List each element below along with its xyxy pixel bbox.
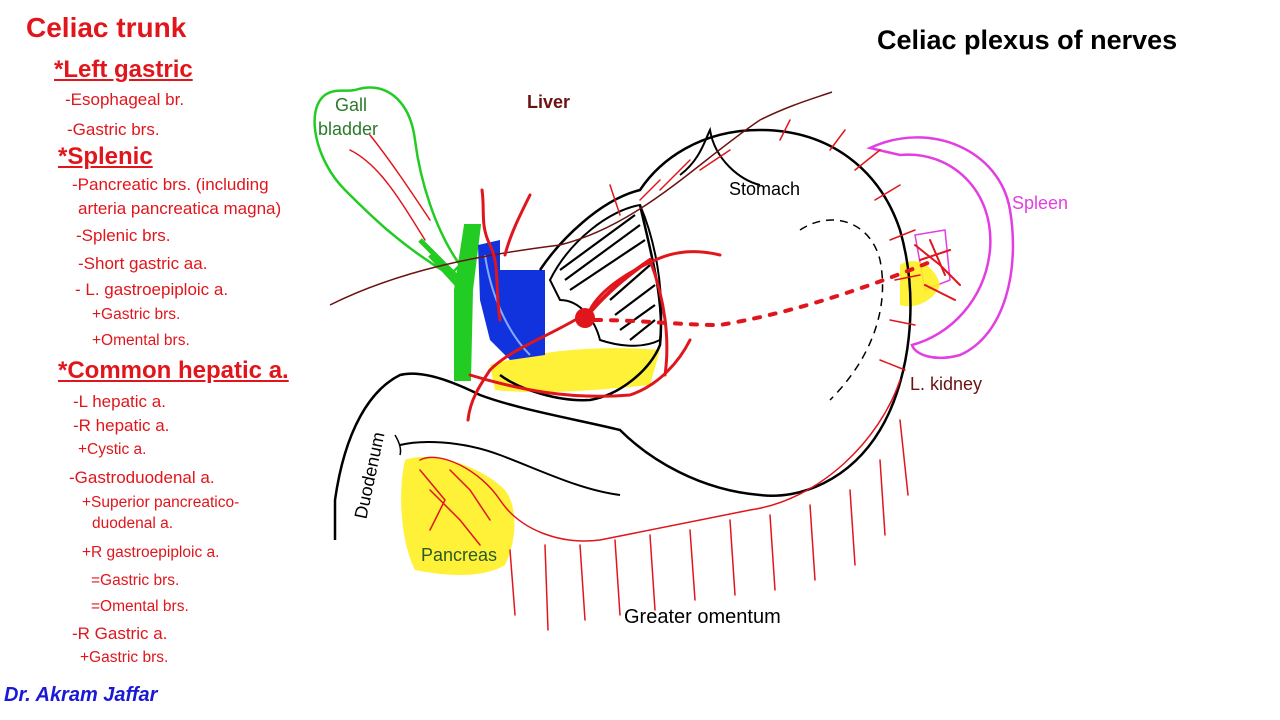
list-item: +Gastric brs.	[80, 649, 169, 666]
list-item: -Splenic brs.	[76, 226, 171, 245]
kidney-label: L. kidney	[910, 374, 983, 394]
list-item: - L. gastroepiploic a.	[75, 280, 229, 299]
fundus-dashed	[799, 219, 884, 401]
gall-label: Gall	[335, 95, 368, 115]
common-hepatic-heading: *Common hepatic a.	[58, 357, 289, 384]
list-item: -Short gastric aa.	[78, 254, 208, 273]
list-item: +Gastric brs.	[92, 306, 181, 323]
pancreas-tail	[900, 261, 940, 307]
bladder-label: bladder	[318, 119, 379, 139]
list-item: +Omental brs.	[92, 332, 190, 349]
list-item: arteria pancreatica magna)	[78, 199, 282, 218]
list-item: -R Gastric a.	[72, 624, 168, 643]
gallbladder-outline	[313, 86, 462, 277]
list-item: -L hepatic a.	[73, 392, 166, 411]
spleen-outline	[866, 136, 1015, 360]
left-gastric-artery	[588, 250, 722, 312]
pancreas-label: Pancreas	[421, 545, 498, 565]
list-item: duodenal a.	[92, 515, 174, 532]
liver-label: Liver	[527, 92, 571, 112]
list-item: =Omental brs.	[91, 598, 189, 615]
pancreas-body	[490, 348, 660, 393]
page-title: Celiac trunk	[26, 12, 187, 43]
list-item: -R hepatic a.	[73, 416, 170, 435]
common-hepatic-artery	[466, 318, 577, 422]
duodenum-outline	[399, 441, 621, 496]
author-credit: Dr. Akram Jaffar	[4, 684, 158, 706]
list-item: +R gastroepiploic a.	[82, 544, 220, 561]
liver-edge	[329, 91, 833, 306]
stomach-label: Stomach	[729, 179, 801, 199]
splenic-artery	[593, 258, 937, 328]
list-item: -Gastric brs.	[67, 120, 160, 139]
diagram-title: Celiac plexus of nerves	[877, 25, 1178, 55]
list-item: -Gastroduodenal a.	[69, 468, 215, 487]
list-item: +Cystic a.	[78, 441, 147, 458]
list-item: -Pancreatic brs. (including	[72, 175, 269, 194]
list-item: -Esophageal br.	[65, 90, 185, 109]
splenic-heading: *Splenic	[58, 143, 153, 170]
list-item: +Superior pancreatico-	[82, 494, 240, 511]
pancreas-head	[401, 456, 515, 575]
stomach-outline	[333, 128, 912, 540]
left-gastric-heading: *Left gastric	[54, 56, 193, 83]
list-item: =Gastric brs.	[91, 572, 180, 589]
spleen-label: Spleen	[1012, 193, 1069, 213]
bile-duct	[454, 224, 482, 381]
greater-omentum-label: Greater omentum	[624, 606, 781, 628]
